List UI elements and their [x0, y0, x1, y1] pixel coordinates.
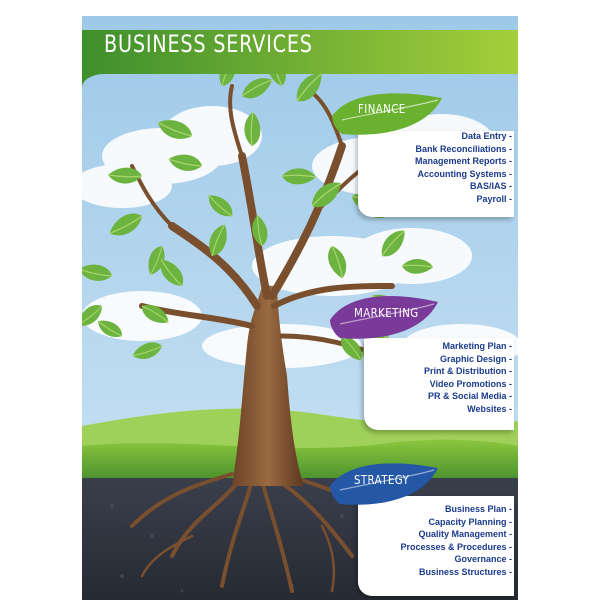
list-item: Processes & Procedures - — [400, 541, 512, 552]
poster: BUSINESS SERVICES FINANCE Data Entry - B… — [82, 16, 518, 600]
list-item: Print & Distribution - — [424, 366, 512, 377]
marketing-card — [364, 338, 514, 430]
list-item: PR & Social Media - — [427, 391, 512, 402]
list-item: Quality Management - — [418, 529, 512, 540]
marketing-leaf-badge — [330, 296, 438, 339]
list-item: Marketing Plan - — [442, 341, 512, 351]
strategy-list: Business Plan - Capacity Planning - Qual… — [400, 503, 512, 579]
list-item: Video Promotions - — [429, 378, 512, 389]
list-item: Graphic Design - — [439, 353, 512, 364]
list-item: Management Reports - — [414, 156, 512, 167]
strategy-title: STRATEGY — [354, 473, 410, 487]
list-item: BAS/IAS - — [469, 181, 512, 192]
finance-list: Data Entry - Bank Reconciliations - Mana… — [415, 130, 512, 206]
list-item: Data Entry - — [461, 131, 512, 141]
list-item: Business Plan - — [444, 504, 512, 514]
list-item: Accounting Systems - — [417, 168, 512, 179]
marketing-list: Marketing Plan - Graphic Design - Print … — [424, 340, 512, 416]
title-banner — [82, 30, 518, 88]
list-item: Business Structures - — [418, 566, 512, 577]
finance-leaf-badge — [332, 93, 442, 135]
list-item: Capacity Planning - — [428, 516, 512, 527]
marketing-title: MARKETING — [354, 306, 419, 320]
list-item: Governance - — [454, 554, 512, 565]
strategy-leaf-badge — [330, 463, 438, 505]
finance-card — [358, 131, 514, 217]
list-item: Payroll - — [476, 193, 512, 204]
finance-title: FINANCE — [358, 102, 406, 116]
page-title: BUSINESS SERVICES — [104, 30, 313, 58]
list-item: Websites - — [467, 403, 512, 414]
list-item: Bank Reconciliations - — [415, 143, 512, 154]
strategy-card — [358, 496, 514, 596]
